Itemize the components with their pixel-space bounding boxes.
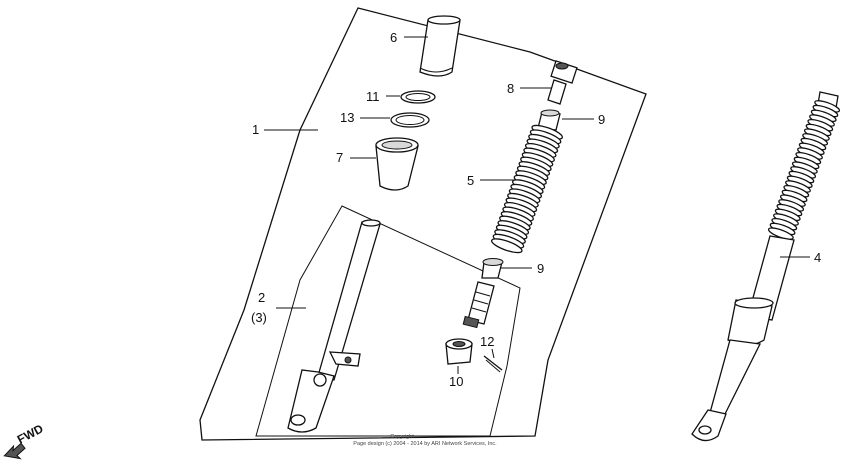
part-4-shock-assembly <box>691 91 841 442</box>
part-10-nut <box>445 338 473 365</box>
callout-12: 12 <box>480 334 494 349</box>
fwd-arrow: FWD <box>3 421 46 460</box>
callout-3: (3) <box>251 310 267 325</box>
callout-5: 5 <box>467 173 474 188</box>
callout-4: 4 <box>814 250 821 265</box>
callout-7: 7 <box>336 150 343 165</box>
fwd-label: FWD <box>15 421 46 446</box>
callout-11: 11 <box>366 89 380 104</box>
assembly-1-outline <box>199 7 647 441</box>
part-9-upper-collar <box>537 109 561 131</box>
part-7-cover <box>375 137 419 191</box>
callout-9-upper: 9 <box>598 112 605 127</box>
part-13-ring <box>390 112 430 128</box>
callout-9-lower: 9 <box>537 261 544 276</box>
copyright-line-2: Page design (c) 2004 - 2014 by ARI Netwo… <box>353 441 497 447</box>
callout-6: 6 <box>390 30 397 45</box>
part-9-lower-collar <box>481 258 504 279</box>
callout-2: 2 <box>258 290 265 305</box>
damper-rod <box>462 281 495 329</box>
part-5-spring <box>491 124 563 254</box>
callout-1: 1 <box>252 122 259 137</box>
callout-13: 13 <box>340 110 354 125</box>
part-6-cap <box>419 15 461 77</box>
leader-lines <box>264 36 810 374</box>
assembly-2-outline <box>255 205 521 437</box>
callout-10: 10 <box>449 374 463 389</box>
part-8-bolt <box>547 60 578 105</box>
copyright-line-1: Copyright <box>390 434 414 440</box>
part-12-pin <box>483 355 503 373</box>
part-2-fork-tube <box>287 219 381 433</box>
part-11-ring <box>400 90 436 104</box>
callout-8: 8 <box>507 81 514 96</box>
spring-coil <box>491 238 523 254</box>
